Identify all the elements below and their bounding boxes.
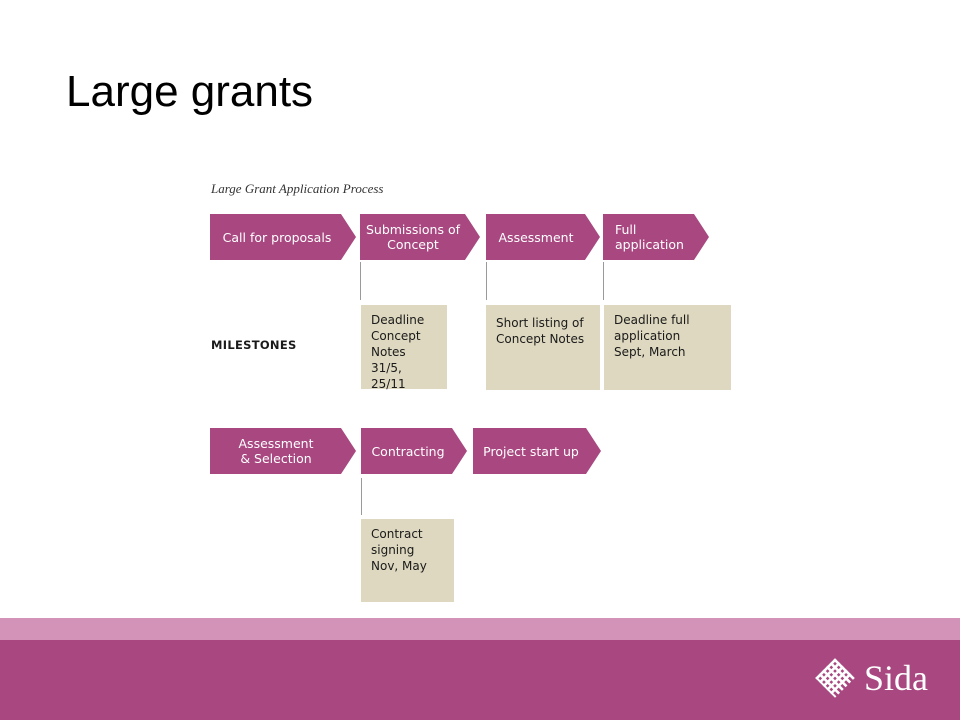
footer-band-dark bbox=[0, 640, 960, 720]
sida-logo: Sida bbox=[812, 652, 928, 704]
milestone-full-application-deadline: Deadline full application Sept, March bbox=[604, 305, 731, 390]
diagram-title: Large Grant Application Process bbox=[211, 181, 384, 196]
connector-line bbox=[360, 262, 361, 300]
connector-line bbox=[486, 262, 487, 300]
milestone-short-listing: Short listing of Concept Notes bbox=[486, 305, 600, 390]
step-full-application: Full application bbox=[603, 214, 709, 260]
step-assessment-selection: Assessment & Selection bbox=[210, 428, 356, 474]
step-label: Project start up bbox=[483, 443, 579, 459]
step-label: Submissions of Concept bbox=[365, 222, 461, 252]
slide-title: Large grants bbox=[66, 67, 314, 116]
milestones-label: MILESTONES bbox=[211, 338, 297, 352]
sida-logo-text: Sida bbox=[864, 658, 929, 698]
step-call-for-proposals: Call for proposals bbox=[210, 214, 356, 260]
footer-band-light bbox=[0, 618, 960, 640]
connector-line bbox=[603, 262, 604, 300]
milestone-concept-deadline: Deadline Concept Notes 31/5, 25/11 bbox=[361, 305, 447, 391]
step-assessment: Assessment bbox=[486, 214, 600, 260]
step-label: Contracting bbox=[371, 443, 445, 459]
step-contracting: Contracting bbox=[361, 428, 467, 474]
step-label: Call for proposals bbox=[222, 229, 332, 245]
step-submissions-of-concept: Submissions of Concept bbox=[360, 214, 480, 260]
sida-logo-icon bbox=[815, 658, 855, 698]
step-label: Assessment bbox=[498, 229, 574, 245]
step-label: Assessment & Selection bbox=[238, 436, 314, 466]
milestone-contract-signing: Contract signing Nov, May bbox=[361, 519, 454, 602]
connector-line bbox=[361, 478, 362, 515]
step-project-start-up: Project start up bbox=[473, 428, 601, 474]
step-label: Full application bbox=[615, 222, 684, 252]
